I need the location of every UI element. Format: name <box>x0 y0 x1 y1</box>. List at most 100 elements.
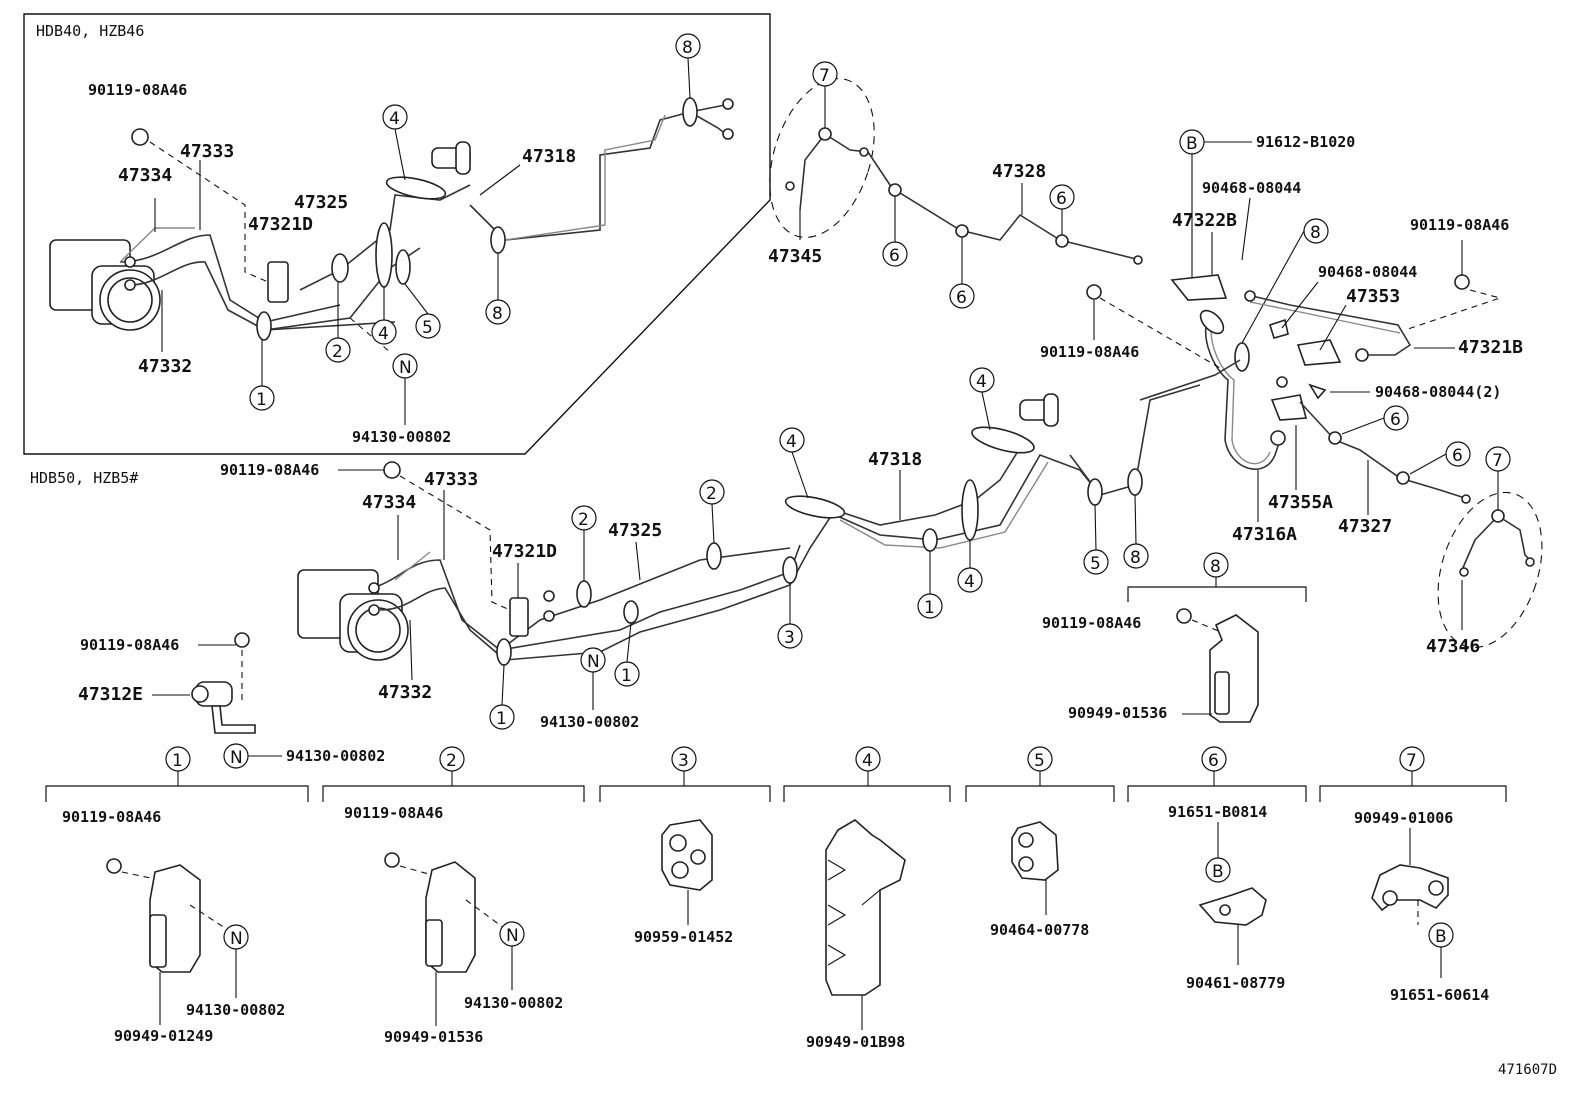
callout-6-c: 6 <box>1049 184 1075 210</box>
svg-text:N: N <box>230 929 243 949</box>
svg-text:3: 3 <box>784 628 795 648</box>
label-clip-detail-5: 90464-00778 <box>990 921 1089 939</box>
svg-text:6: 6 <box>889 246 900 266</box>
svg-text:4: 4 <box>786 432 797 452</box>
clamp-4a-upper <box>375 222 393 288</box>
label-47321D-lower: 47321D <box>492 541 557 562</box>
callout-8-rear: 8 <box>1303 218 1329 244</box>
callout-2-upper: 2 <box>325 337 351 363</box>
callout-6-detail: 6 <box>1201 746 1227 772</box>
callout-1-upper: 1 <box>249 385 275 411</box>
label-clip-detail-1: 90949-01249 <box>114 1027 213 1045</box>
callout-4-lower-c: 4 <box>969 367 995 393</box>
svg-text:8: 8 <box>1310 223 1321 243</box>
label-screw-b: 91612-B1020 <box>1256 133 1355 151</box>
callout-4-lower-b: 4 <box>957 567 983 593</box>
svg-text:5: 5 <box>1034 751 1045 771</box>
clamp-6-detail <box>1198 887 1267 926</box>
label-clip-spring-right: 90468-08044 <box>1318 263 1417 281</box>
label-bolt-sensor: 90119-08A46 <box>80 636 179 654</box>
svg-text:B: B <box>1212 862 1224 882</box>
callout-3-detail: 3 <box>671 746 697 772</box>
clamp-1-upper <box>256 311 272 341</box>
callout-6-b: 6 <box>949 283 975 309</box>
label-47332-upper: 47332 <box>138 356 192 377</box>
callout-4-upper-b: 4 <box>382 104 408 130</box>
callout-n-detail-2: N <box>499 921 525 947</box>
label-47345: 47345 <box>768 246 822 267</box>
label-47321D-upper: 47321D <box>248 214 313 235</box>
svg-text:8: 8 <box>682 38 693 58</box>
clamp-4-lower-c <box>971 426 1035 454</box>
svg-text:4: 4 <box>862 751 873 771</box>
callout-n-detail-1: N <box>223 924 249 950</box>
clamp-5-upper <box>395 249 411 285</box>
abs-actuator-lower <box>297 569 409 661</box>
callout-3-lower: 3 <box>777 623 803 649</box>
callout-b-detail-6: B <box>1205 857 1231 883</box>
clamp-4b-upper <box>385 176 447 200</box>
lower-variant-label: HDB50, HZB5# <box>30 469 138 487</box>
label-nut-upper: 94130-00802 <box>352 428 451 446</box>
label-47316A: 47316A <box>1232 524 1297 545</box>
abs-actuator-upper <box>49 239 161 331</box>
label-clip-spring-top: 90468-08044 <box>1202 179 1301 197</box>
label-47318-upper: 47318 <box>522 146 576 167</box>
label-47325-lower: 47325 <box>608 520 662 541</box>
clamp-2-lower-b <box>706 542 722 570</box>
label-47333-upper: 47333 <box>180 141 234 162</box>
rear-wheel-right-outline <box>1437 491 1543 649</box>
svg-text:5: 5 <box>422 318 433 338</box>
clamp-1-lower-c <box>922 528 938 552</box>
callout-7-rear-right: 7 <box>1485 446 1511 472</box>
label-47334-lower: 47334 <box>362 492 416 513</box>
label-clip-detail-6: 90461-08779 <box>1186 974 1285 992</box>
clamp-4-lower-a <box>784 495 846 519</box>
clamp-4-lower-b <box>961 479 979 541</box>
clamp-1-lower-b <box>623 600 639 624</box>
callout-4-upper-a: 4 <box>371 319 397 345</box>
label-bolt-center: 90119-08A46 <box>1040 343 1139 361</box>
clamp-2-lower-a <box>576 580 592 608</box>
callout-8-detail: 8 <box>1203 552 1229 578</box>
svg-text:4: 4 <box>964 572 975 592</box>
label-nut-detail-2: 94130-00802 <box>464 994 563 1012</box>
svg-text:2: 2 <box>332 342 343 362</box>
clamp-1-lower-a <box>496 638 512 666</box>
svg-text:1: 1 <box>256 390 267 410</box>
svg-text:6: 6 <box>956 288 967 308</box>
callout-n-upper: N <box>392 353 418 379</box>
clamp-4-detail <box>825 819 906 996</box>
callout-n-sensor: N <box>223 743 249 769</box>
label-47312E: 47312E <box>78 684 143 705</box>
figure-id: 471607D <box>1498 1062 1557 1078</box>
svg-text:3: 3 <box>678 751 689 771</box>
callout-7-rear-left: 7 <box>812 61 838 87</box>
label-47321B: 47321B <box>1458 337 1523 358</box>
svg-text:8: 8 <box>1210 557 1221 577</box>
label-47318-lower: 47318 <box>868 449 922 470</box>
label-47346: 47346 <box>1426 636 1480 657</box>
label-clip-detail-7-top: 90949-01006 <box>1354 809 1453 827</box>
svg-text:6: 6 <box>1452 446 1463 466</box>
label-nut-sensor: 94130-00802 <box>286 747 385 765</box>
label-bolt-detail-8: 90119-08A46 <box>1042 614 1141 632</box>
label-clip-detail-2: 90949-01536 <box>384 1028 483 1046</box>
label-47355A: 47355A <box>1268 492 1333 513</box>
callout-6-a: 6 <box>882 241 908 267</box>
svg-text:B: B <box>1435 927 1447 947</box>
label-clip-detail-3: 90959-01452 <box>634 928 733 946</box>
label-bolt-right: 90119-08A46 <box>1410 216 1509 234</box>
label-clip-detail-8: 90949-01536 <box>1068 704 1167 722</box>
clamp-1-detail <box>149 864 201 973</box>
label-nut-lower: 94130-00802 <box>540 713 639 731</box>
clamp-2-detail <box>425 861 476 973</box>
clamp-2-upper <box>331 253 349 283</box>
callout-4-detail: 4 <box>855 746 881 772</box>
svg-text:N: N <box>230 748 243 768</box>
label-screw-detail-6: 91651-B0814 <box>1168 803 1267 821</box>
clamp-8-rear <box>1234 342 1250 372</box>
svg-text:N: N <box>506 926 519 946</box>
label-clip-detail-4: 90949-01B98 <box>806 1033 905 1051</box>
